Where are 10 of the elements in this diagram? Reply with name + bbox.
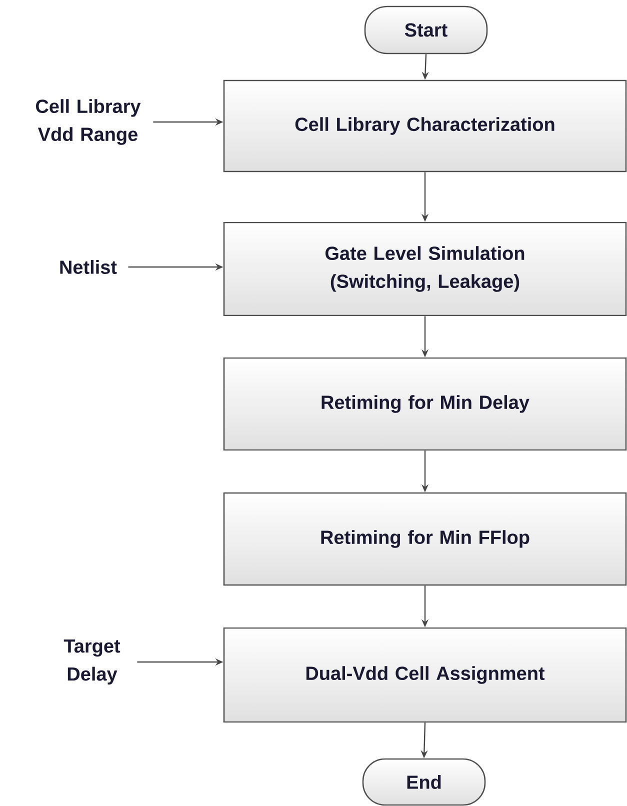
input-label: Netlist: [60, 260, 117, 274]
process-box: Retiming for Min FFlop: [223, 492, 627, 586]
process-box: Retiming for Min Delay: [223, 357, 627, 451]
process-box: Cell Library Characterization: [223, 80, 627, 172]
process-box: Gate Level Simulation (Switching, Leakage): [223, 222, 627, 316]
terminal-pill: Start: [364, 6, 488, 54]
process-box: Dual-Vdd Cell Assignment: [223, 627, 627, 723]
input-label: Cell Library Vdd Range: [36, 99, 141, 145]
terminal-pill: End: [362, 758, 486, 806]
input-label: Target Delay: [64, 640, 120, 684]
